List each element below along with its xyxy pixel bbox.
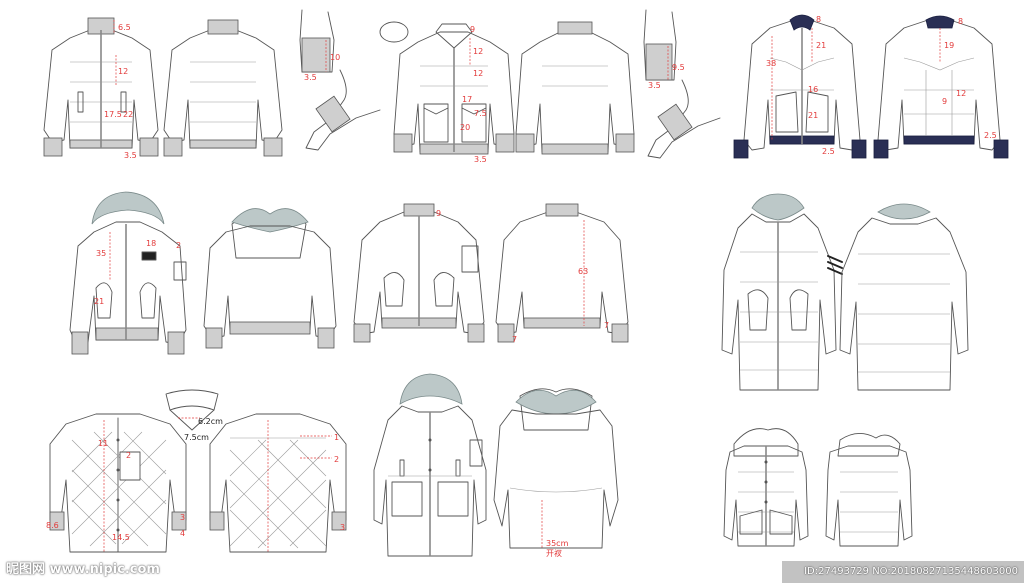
measure-label: 21 bbox=[94, 297, 104, 306]
measure-label: 21 bbox=[816, 41, 826, 50]
collar-size-label: 6.2cm bbox=[198, 417, 223, 426]
measure-label: 8 bbox=[816, 15, 821, 24]
shirt-back-measure: 1 2 3 4 3 bbox=[180, 420, 345, 552]
jacket1-front bbox=[43, 17, 159, 157]
measure-label: 8 bbox=[958, 17, 963, 26]
measure-label: 10 bbox=[330, 53, 340, 62]
cuff2-measure: 9.5 3.5 bbox=[648, 46, 685, 90]
jacket5-back-measure: 63 7 7 bbox=[512, 220, 609, 344]
jacket2-front bbox=[379, 21, 515, 155]
measure-label: 3.5 bbox=[648, 81, 661, 90]
jacket3-front bbox=[733, 14, 867, 159]
parka-back bbox=[839, 203, 969, 391]
measure-label: 8.6 bbox=[46, 521, 59, 530]
jacket2-measure: 9 12 12 17 7.5 20 3.5 bbox=[460, 25, 487, 164]
jacket1-measure: 6.5 12 17.5 22 3.5 bbox=[104, 20, 137, 160]
cuff1-measure: 10 3.5 bbox=[304, 40, 340, 82]
measure-label: 1 bbox=[334, 433, 339, 442]
jacket1-back bbox=[163, 19, 283, 157]
watermark-bar bbox=[782, 561, 1024, 583]
measure-label: 9.5 bbox=[672, 63, 685, 72]
measure-label: 4 bbox=[180, 529, 185, 538]
measure-label: 7 bbox=[604, 321, 609, 330]
measure-label: 6.5 bbox=[118, 23, 131, 32]
measure-label: 3 bbox=[340, 523, 345, 532]
parka-length-label: 35cm bbox=[546, 539, 569, 548]
jacket3-back-measure: 8 19 9 12 2.5 bbox=[939, 17, 997, 140]
puffer-back bbox=[825, 433, 913, 547]
hood-parka-front bbox=[373, 373, 487, 557]
measure-label: 22 bbox=[123, 110, 133, 119]
hood-parka-back bbox=[493, 388, 619, 549]
measure-label: 21 bbox=[808, 111, 818, 120]
collar-detail bbox=[165, 389, 219, 431]
measure-label: 3.5 bbox=[474, 155, 487, 164]
measure-label: 14.5 bbox=[112, 533, 130, 542]
parka-note-label: 开衩 bbox=[546, 548, 562, 558]
jacket5-front bbox=[353, 203, 485, 343]
measure-label: 2 bbox=[126, 451, 131, 460]
cuff-detail-1 bbox=[299, 9, 381, 151]
jacket4-front bbox=[69, 191, 187, 355]
shirt-measure: 11 2 14.5 8.6 bbox=[46, 420, 131, 552]
measure-label: 38 bbox=[766, 59, 776, 68]
shirt-front bbox=[49, 413, 187, 553]
measure-label: 35 bbox=[96, 249, 106, 258]
parka-front bbox=[721, 193, 843, 391]
measure-label: 20 bbox=[460, 123, 470, 132]
measure-label: 12 bbox=[956, 89, 966, 98]
measure-label: 7 bbox=[512, 335, 517, 344]
measure-label: 2 bbox=[176, 241, 181, 250]
measure-label: 12 bbox=[473, 47, 483, 56]
jacket4-measure: 35 18 21 2 bbox=[94, 232, 181, 306]
measure-label: 9 bbox=[436, 209, 441, 218]
id-watermark: ID:27493729 NO:20180827135448603000 bbox=[804, 566, 1018, 577]
measure-label: 12 bbox=[118, 67, 128, 76]
measure-label: 3.5 bbox=[124, 151, 137, 160]
measure-label: 17.5 bbox=[104, 110, 122, 119]
jacket3-measure: 8 38 21 16 21 2.5 bbox=[766, 15, 835, 156]
shirt-back bbox=[209, 413, 347, 553]
collar-width-label: 7.5cm bbox=[184, 433, 209, 442]
puffer-front bbox=[723, 428, 809, 547]
measure-label: 19 bbox=[944, 41, 954, 50]
measure-label: 3.5 bbox=[304, 73, 317, 82]
measure-label: 11 bbox=[98, 439, 108, 448]
measure-label: 2.5 bbox=[984, 131, 997, 140]
jacket5-back bbox=[495, 203, 629, 343]
site-watermark: 昵图网 www.nipic.com bbox=[6, 562, 160, 577]
measure-label: 17 bbox=[462, 95, 472, 104]
measure-label: 2 bbox=[334, 455, 339, 464]
measure-label: 18 bbox=[146, 239, 156, 248]
jacket5-measure: 9 bbox=[436, 209, 441, 218]
measure-label: 3 bbox=[180, 513, 185, 522]
measure-label: 7.5 bbox=[474, 109, 487, 118]
measure-label: 16 bbox=[808, 85, 818, 94]
measure-label: 9 bbox=[470, 25, 475, 34]
measure-label: 9 bbox=[942, 97, 947, 106]
jacket3-back bbox=[873, 15, 1009, 159]
measure-label: 12 bbox=[473, 69, 483, 78]
measure-label: 63 bbox=[578, 267, 588, 276]
jacket4-back bbox=[203, 208, 337, 349]
jacket2-back bbox=[515, 21, 635, 155]
measure-label: 2.5 bbox=[822, 147, 835, 156]
